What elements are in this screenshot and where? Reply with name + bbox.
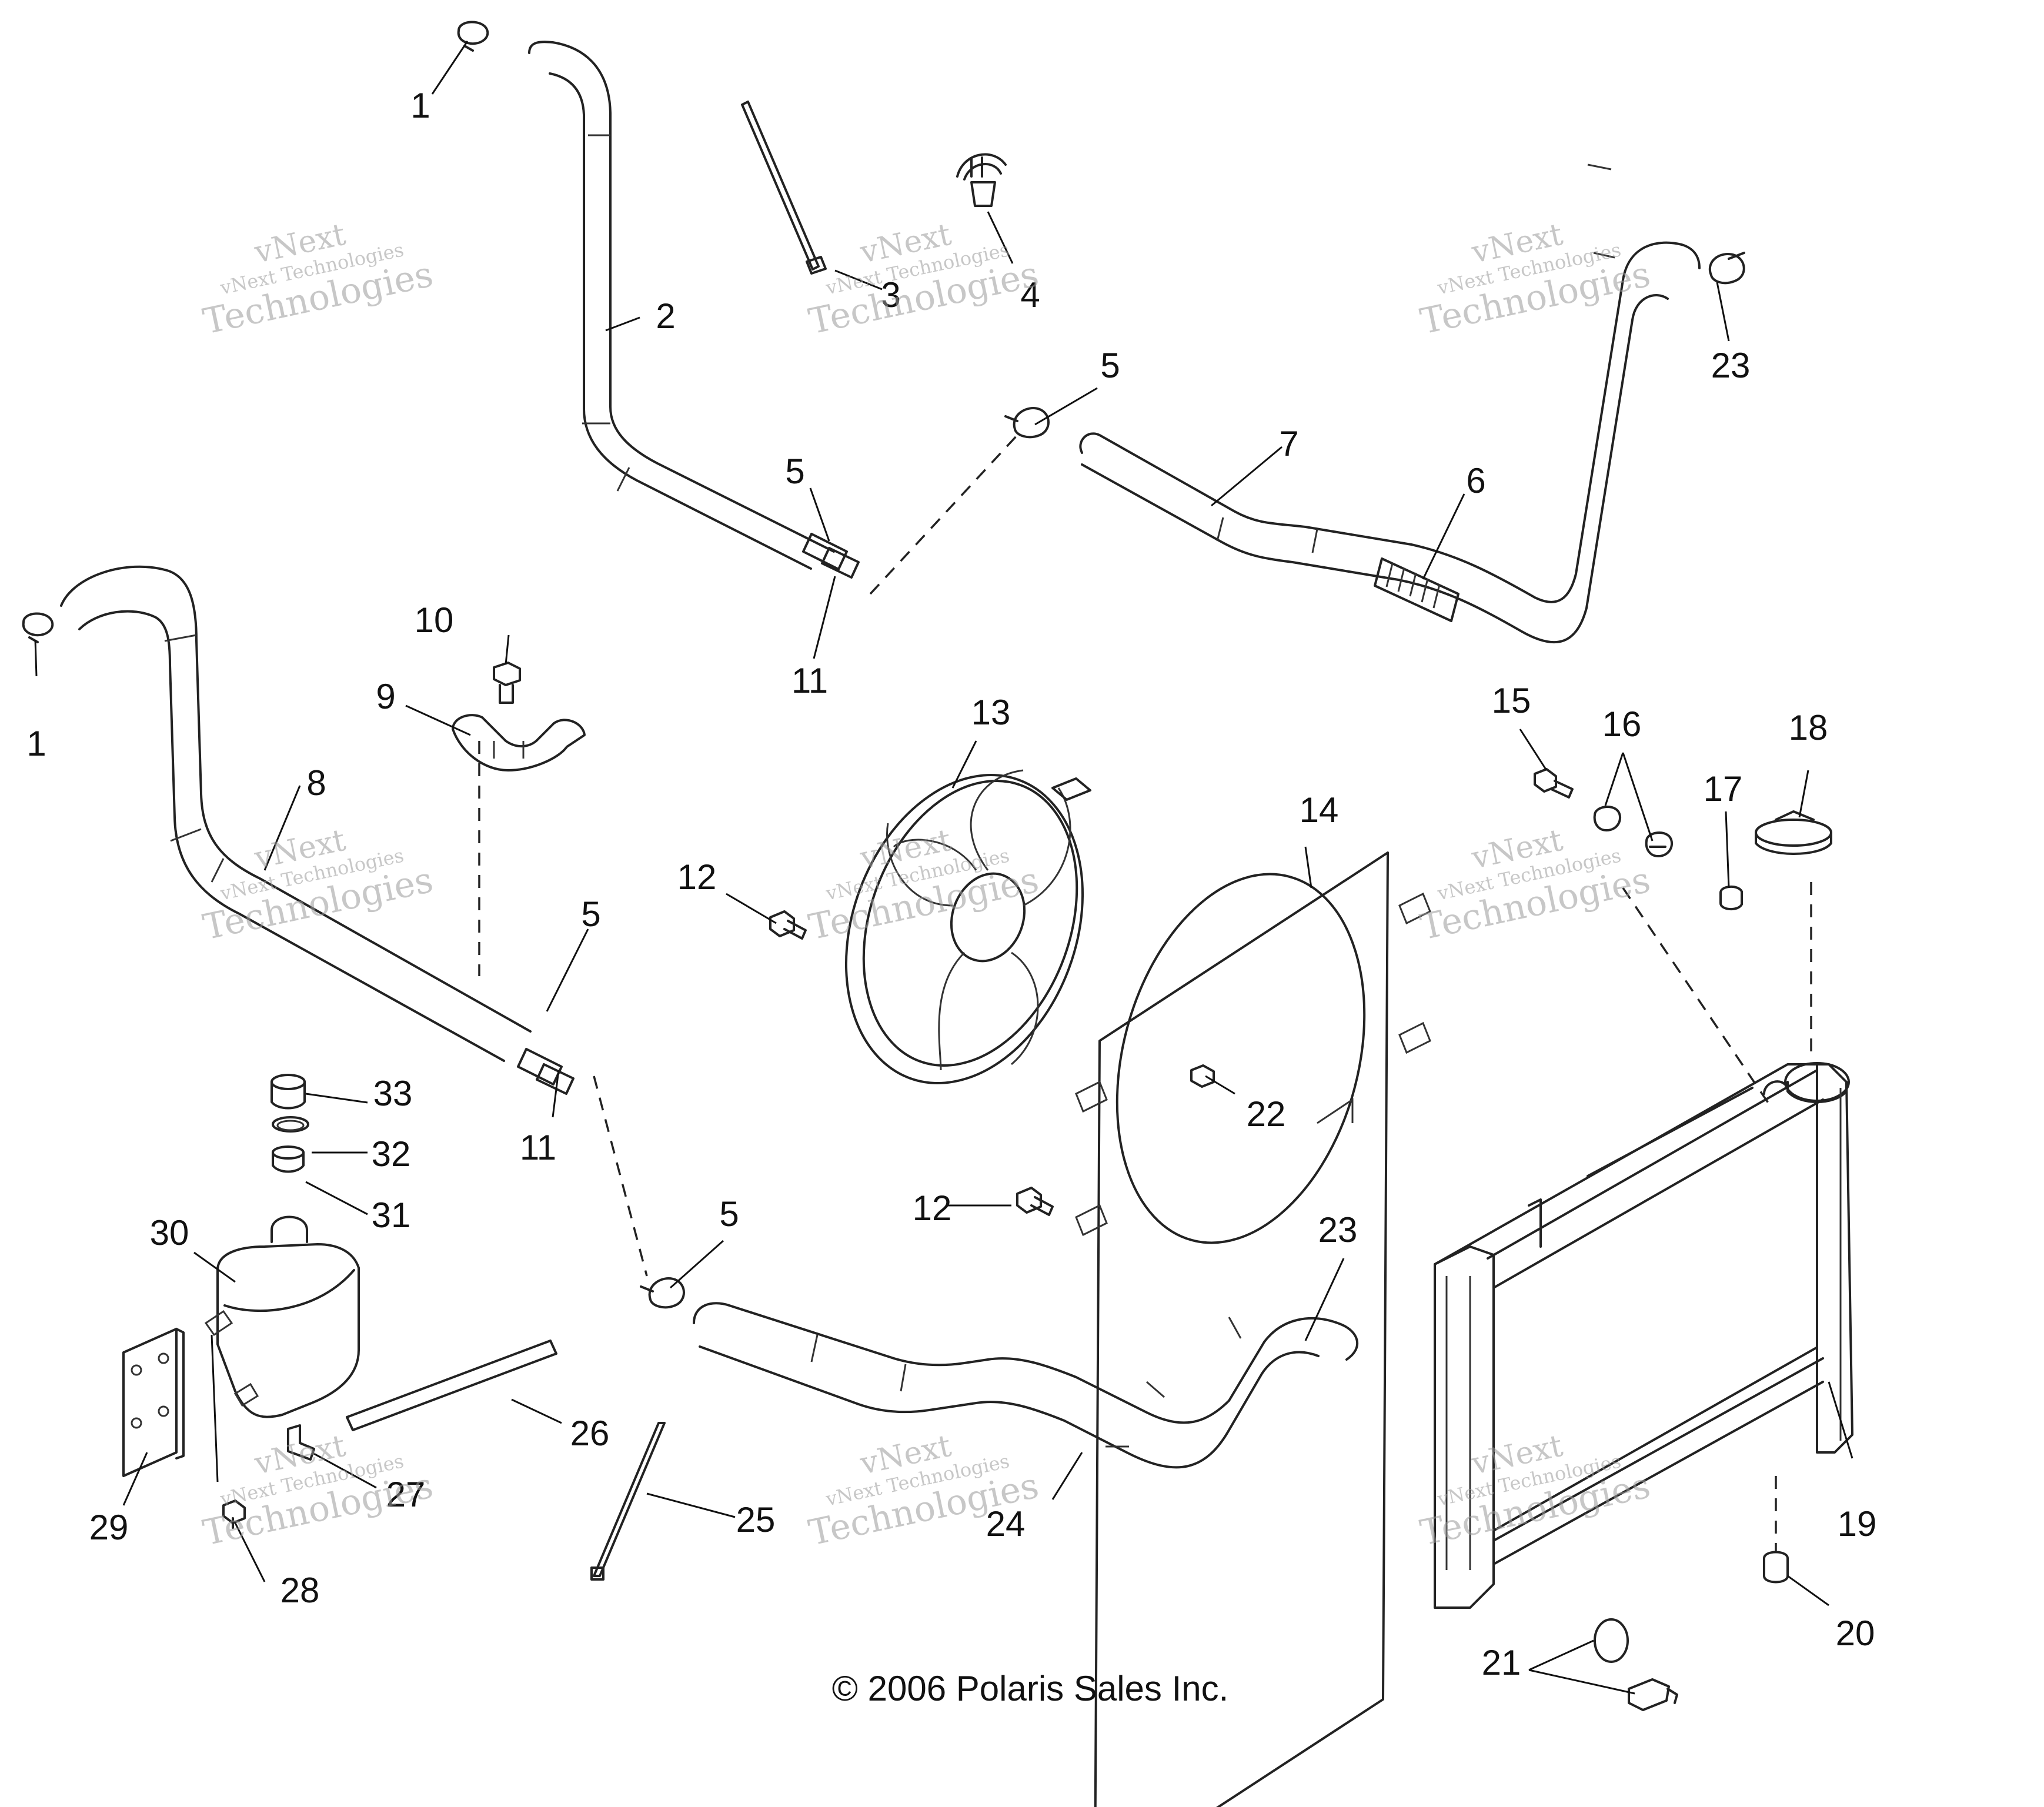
callout-5-left: 5 bbox=[581, 894, 600, 934]
hose-clamp-1-left bbox=[22, 612, 54, 643]
callout-labels: 1 1 2 3 4 5 5 5 5 6 7 8 9 10 11 11 12 12… bbox=[26, 86, 1876, 1682]
grommet-16a bbox=[1593, 806, 1622, 831]
push-rivet-4 bbox=[956, 153, 1007, 207]
plug-21b bbox=[1628, 1678, 1678, 1711]
callout-15: 15 bbox=[1492, 681, 1531, 720]
bolt-12-lower bbox=[1016, 1187, 1054, 1216]
tie-strap-3 bbox=[741, 101, 827, 275]
watermark-4: vNext vNext Technologies Technologies bbox=[199, 823, 436, 948]
callout-23-top: 23 bbox=[1711, 346, 1751, 385]
callout-5-upper-right: 5 bbox=[1100, 346, 1120, 385]
callout-8: 8 bbox=[306, 763, 326, 803]
tie-strap-25 bbox=[590, 1422, 666, 1581]
leader-lines bbox=[34, 41, 1853, 1695]
watermark-2: vNext vNext Technologies Technologies bbox=[805, 217, 1042, 343]
radiator-cap-18 bbox=[1755, 810, 1832, 855]
callout-1-left: 1 bbox=[26, 724, 46, 763]
plug-21a bbox=[1594, 1618, 1629, 1663]
callout-5-lower: 5 bbox=[719, 1194, 739, 1234]
callout-12-lower: 12 bbox=[913, 1188, 952, 1228]
cooling-fan-13 bbox=[844, 769, 1091, 1084]
bolt-15 bbox=[1534, 768, 1574, 799]
callout-32: 32 bbox=[372, 1134, 411, 1174]
callout-11-upper: 11 bbox=[791, 661, 828, 700]
callout-14: 14 bbox=[1300, 790, 1339, 830]
screw-28 bbox=[222, 1499, 246, 1529]
seal-31 bbox=[272, 1145, 305, 1173]
callout-7: 7 bbox=[1279, 424, 1298, 463]
vent-tube-26 bbox=[346, 1340, 557, 1431]
fan-shroud-14 bbox=[1075, 851, 1431, 1807]
callout-23-mid: 23 bbox=[1318, 1210, 1358, 1250]
elbow-fitting-27 bbox=[287, 1424, 315, 1461]
callout-27: 27 bbox=[386, 1475, 426, 1514]
callout-16: 16 bbox=[1602, 704, 1642, 744]
callout-9: 9 bbox=[376, 677, 395, 716]
spacer-17 bbox=[1719, 886, 1743, 910]
pad-29 bbox=[122, 1328, 185, 1477]
callout-30: 30 bbox=[150, 1213, 189, 1252]
watermark-1: vNext vNext Technologies Technologies bbox=[199, 217, 436, 343]
hose-8 bbox=[60, 565, 575, 1095]
callout-2: 2 bbox=[656, 296, 675, 336]
watermark-5: vNext vNext Technologies Technologies bbox=[805, 823, 1042, 948]
callout-6: 6 bbox=[1466, 461, 1485, 500]
callout-24: 24 bbox=[986, 1504, 1026, 1544]
callout-10: 10 bbox=[415, 600, 454, 640]
watermark-8: vNext vNext Technologies Technologies bbox=[805, 1428, 1042, 1554]
hose-clamp-23-top bbox=[1709, 252, 1745, 285]
grommet-16b bbox=[1645, 831, 1674, 857]
callout-13: 13 bbox=[971, 693, 1011, 732]
o-ring-32 bbox=[272, 1116, 309, 1133]
mount-clip-9 bbox=[452, 714, 586, 771]
copyright-notice: © 2006 Polaris Sales Inc. bbox=[832, 1669, 1229, 1708]
callout-1: 1 bbox=[410, 86, 430, 125]
callout-11-lower: 11 bbox=[520, 1128, 556, 1167]
cap-33 bbox=[270, 1074, 306, 1110]
callout-31: 31 bbox=[372, 1195, 411, 1235]
drain-plug-20 bbox=[1763, 1551, 1789, 1584]
hose-clamp-1-top bbox=[457, 21, 489, 52]
callout-28: 28 bbox=[280, 1571, 320, 1610]
callout-4: 4 bbox=[1020, 275, 1040, 315]
hose-clamp-5-upper-right bbox=[1004, 407, 1050, 439]
callout-33: 33 bbox=[373, 1074, 413, 1113]
callout-5-upper: 5 bbox=[785, 452, 804, 491]
bolt-12-upper bbox=[769, 910, 807, 940]
callout-20: 20 bbox=[1836, 1614, 1875, 1653]
radiator-19 bbox=[1434, 1062, 1853, 1609]
callout-12-upper: 12 bbox=[677, 857, 717, 897]
reservoir-30 bbox=[204, 1215, 360, 1418]
hose-6-sleeve bbox=[1374, 557, 1459, 622]
callout-19: 19 bbox=[1838, 1504, 1877, 1544]
callout-18: 18 bbox=[1789, 708, 1828, 747]
callout-3: 3 bbox=[881, 275, 900, 315]
hose-7 bbox=[1079, 163, 1701, 644]
bolt-10 bbox=[493, 662, 521, 704]
callout-26: 26 bbox=[570, 1414, 610, 1453]
callout-25: 25 bbox=[736, 1500, 776, 1539]
assembly-lines bbox=[478, 434, 1812, 1552]
callout-21: 21 bbox=[1482, 1643, 1521, 1682]
callout-17: 17 bbox=[1704, 769, 1743, 809]
hose-24 bbox=[693, 1302, 1359, 1469]
hose-2 bbox=[528, 41, 860, 579]
watermark-7: vNext vNext Technologies Technologies bbox=[199, 1428, 436, 1554]
callout-29: 29 bbox=[89, 1508, 129, 1547]
callout-22: 22 bbox=[1247, 1094, 1286, 1134]
hose-clamp-5-lower bbox=[640, 1277, 685, 1309]
